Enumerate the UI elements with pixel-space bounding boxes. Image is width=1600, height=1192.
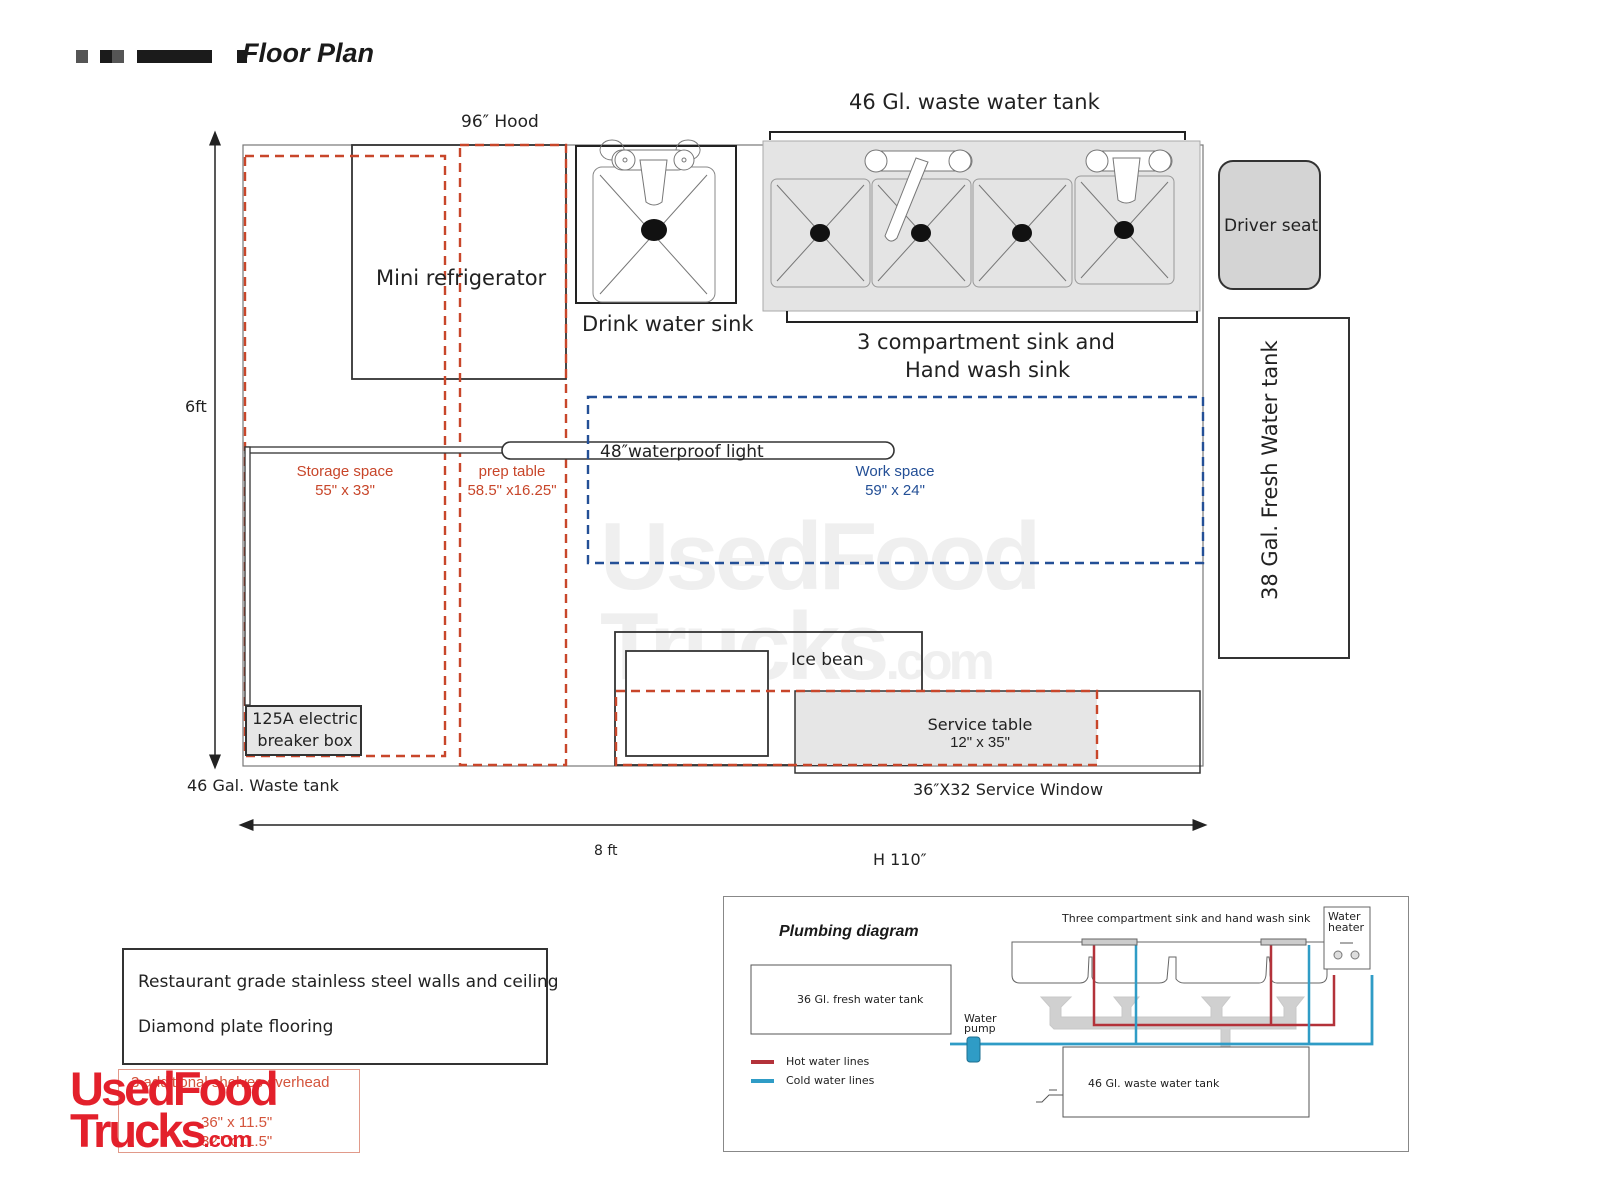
note-flooring: Diamond plate flooring [138,1017,334,1037]
compartment-sink-label-1: 3 compartment sink and [857,330,1115,354]
plumbing-waste-tank [1062,1046,1310,1118]
height-label: 6ft [185,397,207,416]
sink-bowl [770,178,871,288]
shelves-line-1: 3 additional shelves overhead [131,1074,330,1091]
light-label: 48″waterproof light [600,442,764,462]
shelves-line-2: 36" x 11.5" [201,1114,273,1131]
hood-label: 96″ Hood [461,112,539,132]
water-heater [1323,906,1371,970]
fresh-water-tank [1218,317,1350,659]
page-title: Floor Plan [242,38,375,68]
spigot-icon [1036,1089,1063,1103]
plumbing-waste-tank-label: 46 Gl. waste water tank [1088,1077,1220,1090]
plumbing-sink-label: Three compartment sink and hand wash sin… [1062,912,1311,925]
plumbing-diagram: Plumbing diagram Three compartment sink … [723,896,1409,1152]
plumbing-drawing [750,906,1374,1118]
service-table [795,691,1097,765]
hot-water-line [1092,945,1336,1027]
notes-box: Restaurant grade stainless steel walls a… [122,948,559,1065]
shelves-line-3: 32" x 11.5" [201,1133,273,1150]
note-walls: Restaurant grade stainless steel walls a… [138,972,559,992]
service-zone [614,689,1099,767]
drain-icon [1012,224,1032,242]
plumbing-fresh-tank [750,964,952,1035]
water-pump [966,1036,981,1063]
driver-seat [1218,160,1321,290]
ice-bin-inner [625,650,769,757]
sink-bowl [871,178,972,288]
drain-icon [1114,221,1134,239]
legend-hot-label: Hot water lines [786,1055,870,1068]
width-label: 8 ft [594,843,618,859]
plumbing-fresh-tank-label: 36 Gl. fresh water tank [797,993,924,1006]
fresh-tank-label: 38 Gal. Fresh Water tank [1258,340,1282,600]
drain-icon [810,224,830,242]
cold-water-line [950,975,1374,1046]
service-window-label: 36″X32 Service Window [913,780,1104,799]
waterproof-light [244,441,895,706]
storage-zone [243,154,447,758]
prep-zone [458,143,568,767]
plumbing-sink-outline [1011,941,1328,984]
drink-water-sink [575,139,737,304]
faucet-icon [1085,149,1173,204]
waste-tank-bottom-label: 46 Gal. Waste tank [187,776,339,795]
interior-height-label: H 110″ [873,850,927,869]
legend-cold-label: Cold water lines [786,1074,875,1087]
breaker-box [245,705,362,756]
faucet-icon [864,149,973,242]
plumbing-title: Plumbing diagram [779,923,919,940]
service-table-label: Service table 12" x 35" [927,715,1033,752]
drain-icon [911,224,931,242]
compartment-sink-label-2: Hand wash sink [905,358,1071,382]
ice-bin-label: Ice bean [791,650,864,670]
drink-sink-label: Drink water sink [582,312,754,336]
waste-tank-top-label: 46 Gl. waste water tank [849,90,1100,114]
usedfoodtrucks-logo: UsedFood Trucks.com [70,1062,279,1157]
shelves-box: 3 additional shelves overhead 36" x 11.5… [118,1069,360,1153]
mini-refrigerator-label: Mini refrigerator [376,266,547,290]
sink-bowl [972,178,1073,288]
work-zone [586,395,1205,565]
drain-pipes [1039,996,1306,1050]
compartment-sink [762,131,1201,323]
driver-seat-label: Driver seat [1224,216,1319,236]
